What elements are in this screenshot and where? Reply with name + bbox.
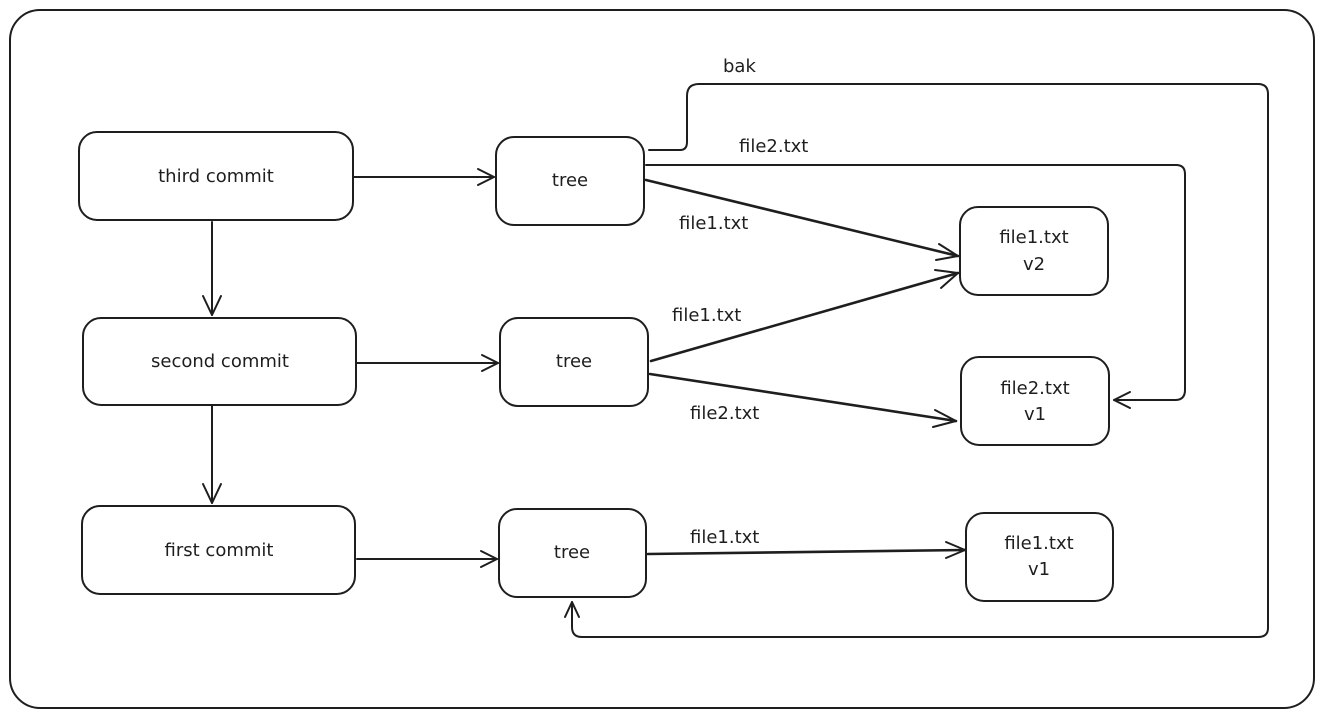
edge-label-tree2-file1: file1.txt <box>672 305 741 326</box>
node-label-line2: v1 <box>1028 559 1050 580</box>
edge-tree1-file1: file1.txt <box>646 527 967 559</box>
edge-label-tree3-bak: bak <box>723 56 756 77</box>
edge-tree2-file2: file2.txt <box>648 372 958 428</box>
node-label: tree <box>552 170 588 191</box>
node-first-commit[interactable]: first commit <box>81 505 356 595</box>
node-label-line2: v2 <box>1023 254 1045 275</box>
node-label: first commit <box>165 540 274 561</box>
edge-third-to-tree <box>353 168 495 186</box>
node-second-commit[interactable]: second commit <box>82 317 357 406</box>
node-label: tree <box>554 542 590 563</box>
node-blob-file2-v1[interactable]: file2.txt v1 <box>960 356 1110 446</box>
node-label: tree <box>556 351 592 372</box>
node-label-line1: file1.txt <box>999 227 1068 248</box>
edge-label-tree1-file1: file1.txt <box>690 527 759 548</box>
edge-second-to-tree <box>356 354 499 372</box>
edge-tree3-file2: file2.txt <box>645 136 1186 409</box>
node-label-line2: v1 <box>1024 404 1046 425</box>
edge-tree3-file1: file1.txt <box>644 178 960 261</box>
node-blob-file1-v2[interactable]: file1.txt v2 <box>959 206 1109 296</box>
edge-third-to-second <box>202 221 222 316</box>
edge-second-to-first <box>202 404 222 504</box>
node-third-commit[interactable]: third commit <box>78 131 354 221</box>
edge-label-tree3-file1: file1.txt <box>679 213 748 234</box>
edge-tree2-file1: file1.txt <box>649 269 960 363</box>
edge-first-to-tree <box>356 550 498 568</box>
node-tree-third[interactable]: tree <box>495 136 645 226</box>
node-tree-first[interactable]: tree <box>498 508 647 598</box>
node-label-line1: file2.txt <box>1000 378 1069 399</box>
edge-label-tree2-file2: file2.txt <box>690 403 759 424</box>
node-label-line1: file1.txt <box>1004 533 1073 554</box>
node-blob-file1-v1[interactable]: file1.txt v1 <box>965 512 1114 602</box>
node-tree-second[interactable]: tree <box>499 317 649 407</box>
edge-tree3-bak: bak <box>564 56 1269 638</box>
edge-label-tree3-file2: file2.txt <box>739 136 808 157</box>
node-label: second commit <box>151 351 289 372</box>
node-label: third commit <box>158 166 274 187</box>
